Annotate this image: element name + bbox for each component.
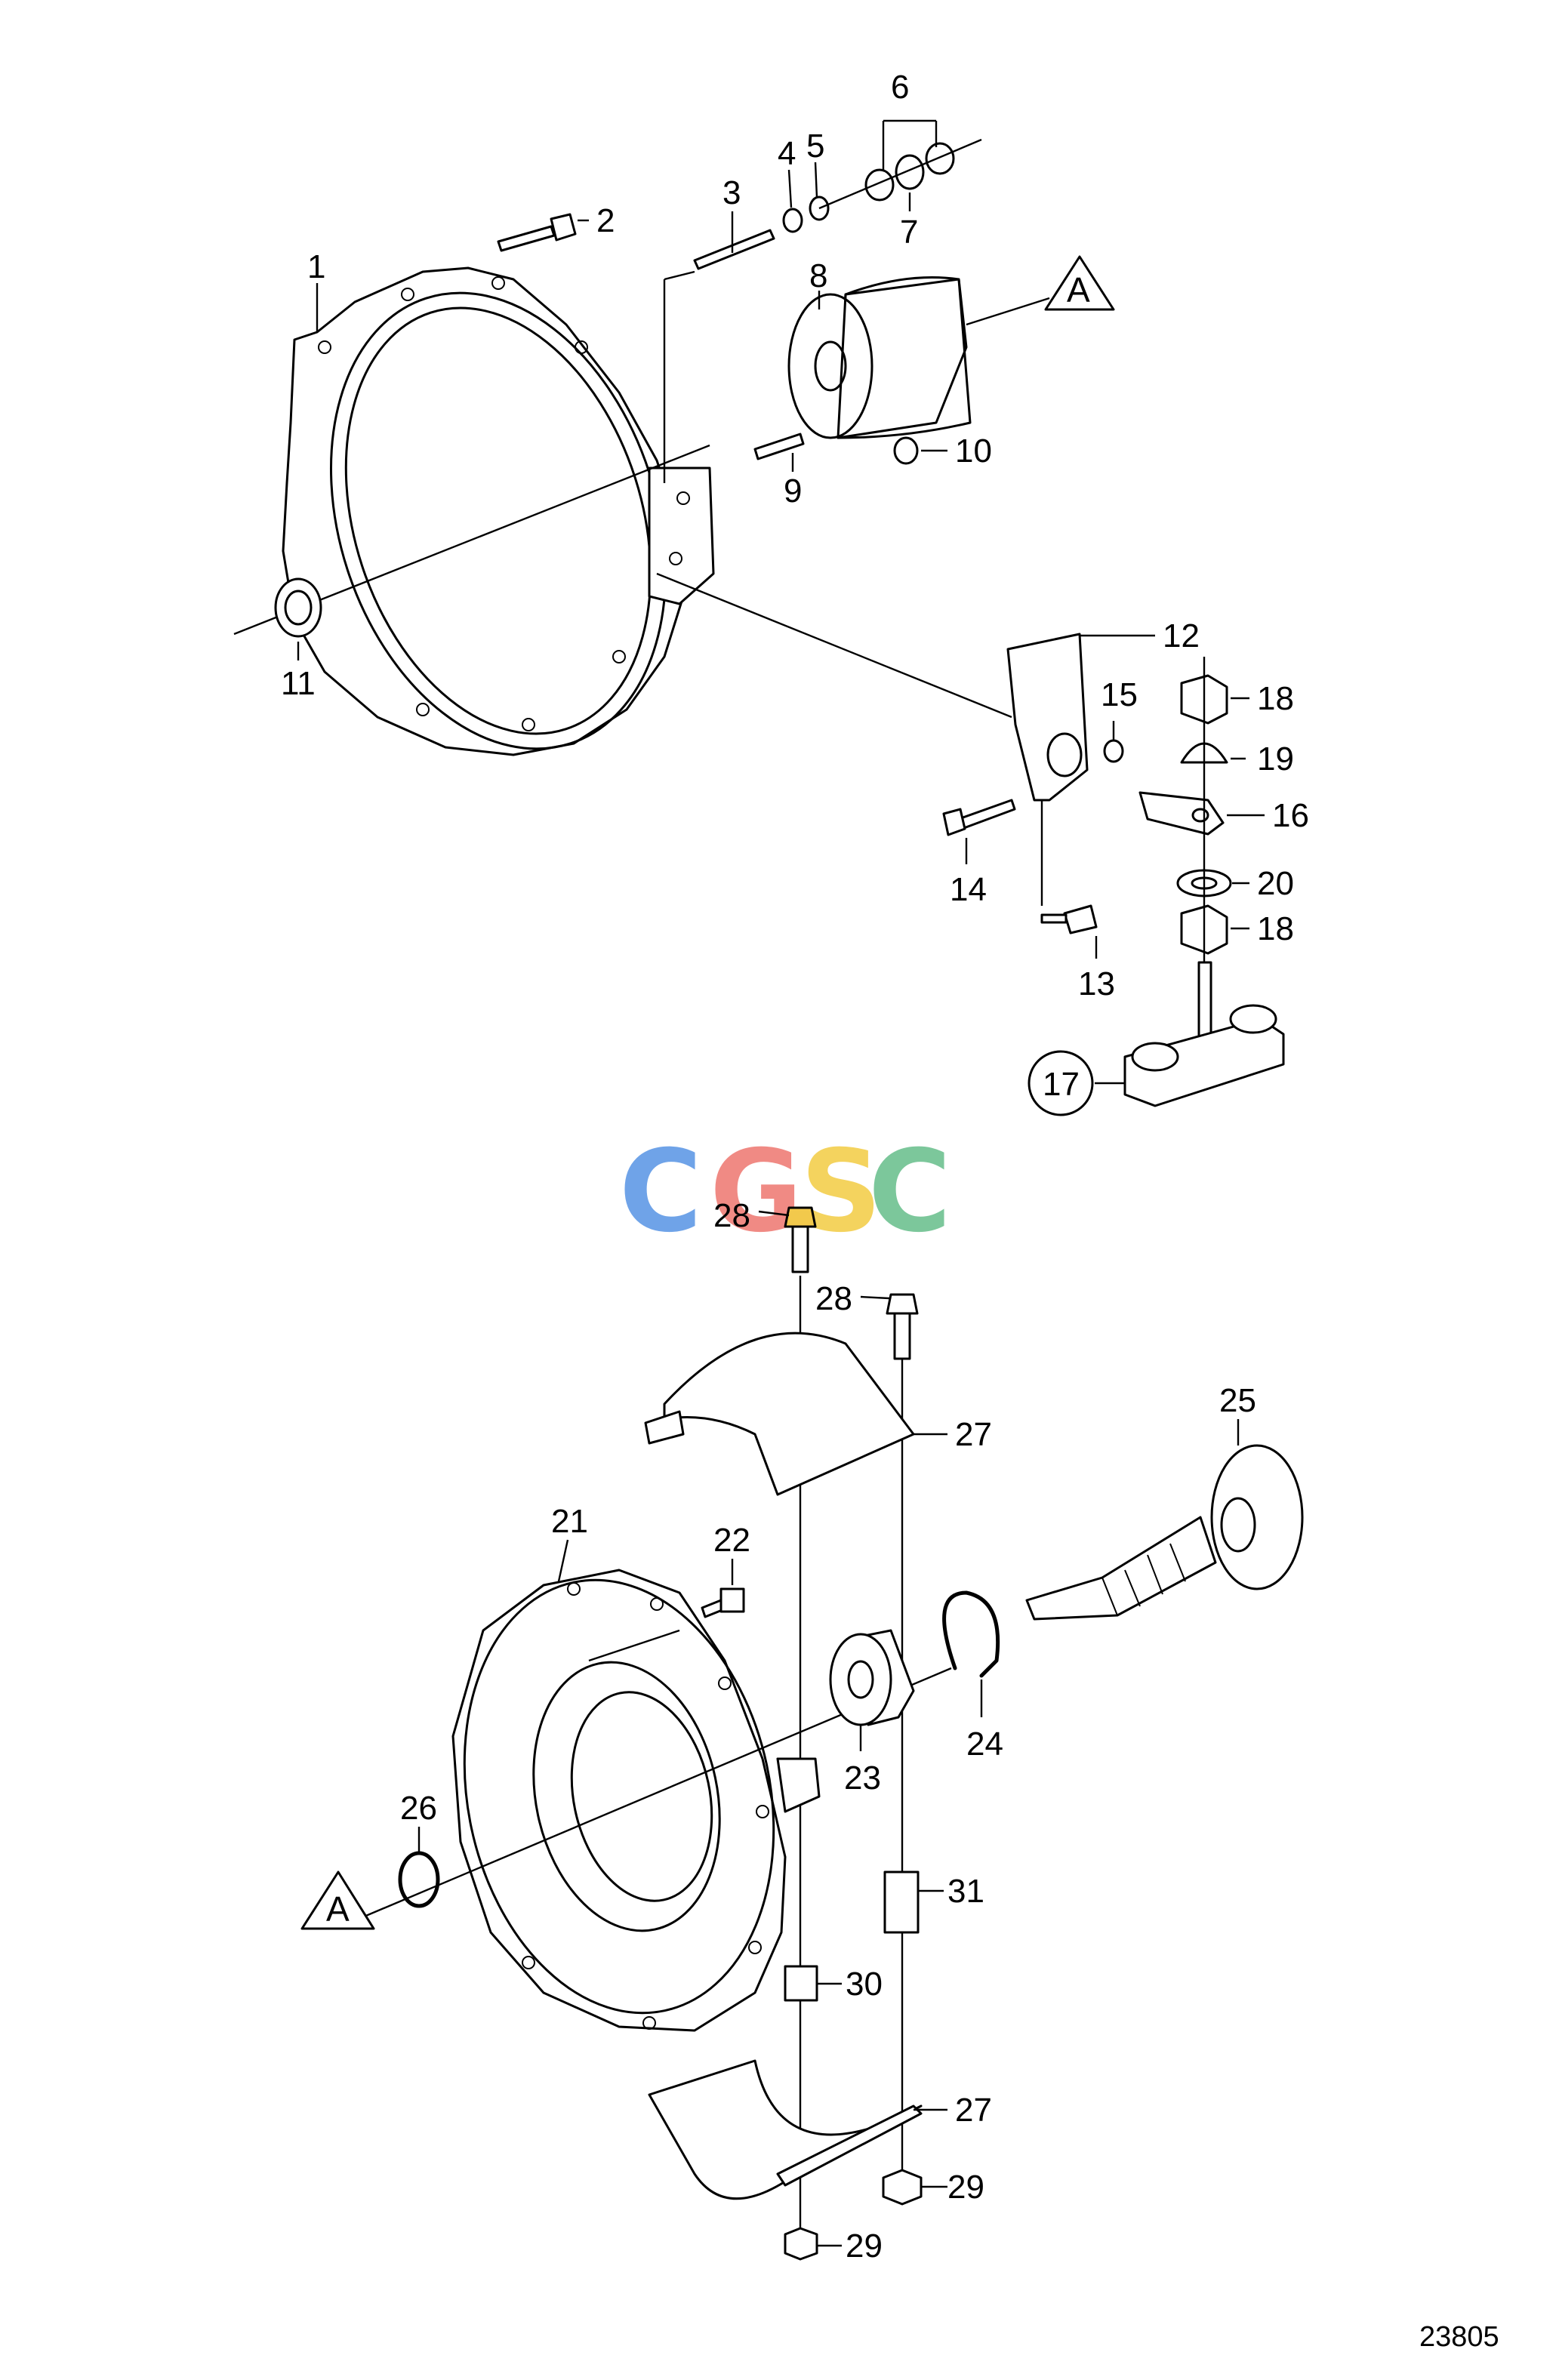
circlip-24	[942, 1590, 1000, 1678]
watermark-letter-1: C	[619, 1126, 702, 1258]
callout-labels: 1 2 3 4 5 6 7 8 9 10 11 12 13 14 15 16 1…	[281, 69, 1309, 2265]
callout-12: 12	[1163, 617, 1200, 654]
callout-11: 11	[281, 665, 316, 702]
callout-28-right: 28	[815, 1280, 852, 1317]
callout-30: 30	[846, 1966, 883, 2003]
circlip-26	[398, 1851, 440, 1908]
callout-28-left: 28	[713, 1197, 750, 1234]
callout-29-left: 29	[846, 2228, 883, 2265]
bolt-28-right	[886, 1293, 919, 1360]
watermark-logo: C G S C	[619, 1126, 951, 1258]
nut-set-6	[864, 142, 955, 202]
callout-24: 24	[966, 1726, 1003, 1763]
output-shaft	[1025, 1444, 1304, 1621]
callout-6: 6	[891, 69, 909, 106]
nut-15	[1103, 739, 1124, 763]
callout-15: 15	[1101, 676, 1138, 713]
clutch-housing	[451, 1569, 821, 2032]
callout-31: 31	[947, 1873, 984, 1910]
callout-27-upper: 27	[955, 1416, 992, 1453]
nut-10	[893, 436, 919, 465]
callout-21: 21	[551, 1503, 588, 1540]
callout-20: 20	[1257, 865, 1294, 902]
watermark-letter-2: G	[710, 1126, 803, 1258]
section-reference-lower: A	[300, 1870, 375, 1930]
callout-9: 9	[784, 473, 802, 510]
link-eye	[1138, 791, 1225, 836]
flywheel-housing	[282, 266, 715, 756]
bolt-28-left	[784, 1206, 817, 1273]
mount-base	[1123, 1004, 1285, 1107]
nut-29-left	[784, 2227, 818, 2261]
clamp-upper	[644, 1332, 915, 1496]
callout-29-right: 29	[947, 2169, 984, 2206]
seal-ring	[274, 577, 322, 638]
callout-18-lower: 18	[1257, 910, 1294, 947]
callout-19: 19	[1257, 740, 1294, 777]
callout-26: 26	[400, 1790, 437, 1827]
callout-16: 16	[1272, 797, 1309, 834]
callout-8: 8	[809, 257, 827, 294]
callout-4: 4	[778, 135, 796, 172]
callout-17-circle: 17	[1028, 1050, 1094, 1116]
bracket	[1006, 633, 1089, 802]
nut-29-right	[882, 2169, 923, 2206]
clamp-lower	[648, 2059, 923, 2200]
screw-2	[497, 213, 577, 252]
bearing	[829, 1629, 915, 1726]
section-reference-lower-label: A	[326, 1889, 350, 1929]
watermark-letter-3: S	[800, 1126, 882, 1258]
callout-23: 23	[844, 1760, 881, 1797]
callout-17: 17	[1043, 1066, 1080, 1103]
washer-4	[782, 208, 803, 233]
callout-5: 5	[806, 128, 824, 165]
stud-3	[693, 229, 775, 270]
screw-22	[701, 1587, 745, 1618]
rubber-mount	[787, 276, 972, 439]
screw-14	[942, 799, 1016, 836]
callout-3: 3	[723, 174, 741, 211]
callout-10: 10	[955, 433, 992, 470]
callout-14: 14	[950, 871, 987, 908]
section-reference-upper-label: A	[1067, 270, 1090, 309]
stud-9	[753, 433, 805, 460]
watermark-letter-4: C	[868, 1126, 951, 1258]
section-reference-upper: A	[1044, 255, 1115, 311]
callout-22: 22	[713, 1522, 750, 1559]
callout-25: 25	[1219, 1382, 1256, 1419]
callout-leaders	[297, 119, 1265, 2247]
callout-7: 7	[900, 214, 918, 251]
callout-27-lower: 27	[955, 2092, 992, 2129]
callout-13: 13	[1078, 965, 1115, 1002]
callout-1: 1	[307, 248, 325, 285]
spacer-31	[883, 1870, 920, 1934]
screw-13	[1040, 904, 1098, 934]
spacer-30	[784, 1965, 818, 2002]
callout-18-upper: 18	[1257, 680, 1294, 717]
callout-2: 2	[596, 202, 615, 239]
figure-number: 23805	[1419, 2321, 1499, 2353]
